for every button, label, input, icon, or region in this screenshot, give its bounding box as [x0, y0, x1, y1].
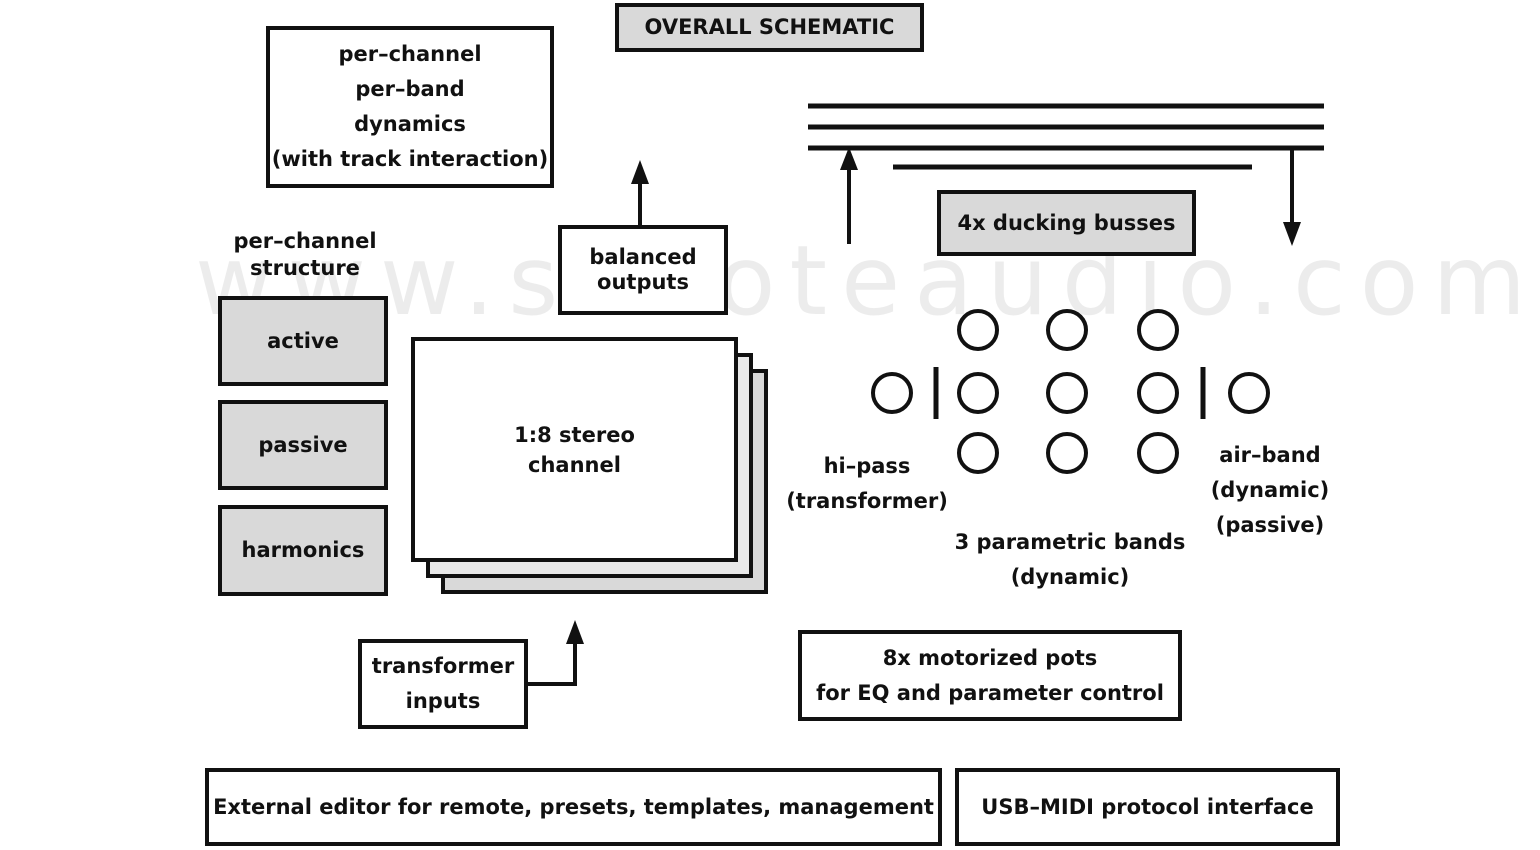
- parametric-line-2: (dynamic): [1010, 565, 1130, 589]
- bus-return-arrowhead: [1283, 222, 1301, 246]
- outputs-line-1: balanced: [589, 245, 697, 269]
- schematic-title: OVERALL SCHEMATIC: [615, 3, 924, 52]
- mode-active-label: active: [267, 328, 339, 353]
- knob-band1-bottom: [957, 432, 999, 474]
- inputs-arrow: [527, 640, 577, 686]
- dynamics-line-4: (with track interaction): [271, 147, 549, 171]
- pots-line-2: for EQ and parameter control: [816, 680, 1164, 705]
- knob-band3-top: [1137, 309, 1179, 351]
- dynamics-box: per–channel per–band dynamics (with trac…: [266, 26, 554, 188]
- watermark-text: www.skhoteaudio.com: [195, 225, 1540, 337]
- external-editor-box: External editor for remote, presets, tem…: [205, 768, 942, 846]
- knob-band3-bottom: [1137, 432, 1179, 474]
- airband-line-2: (dynamic): [1210, 478, 1330, 502]
- mode-passive-box: passive: [218, 400, 388, 490]
- airband-label: air–band (dynamic) (passive): [1195, 438, 1345, 543]
- mode-harmonics-label: harmonics: [241, 538, 365, 562]
- ducking-busses-label: 4x ducking busses: [957, 210, 1176, 235]
- motorized-pots-box: 8x motorized pots for EQ and parameter c…: [798, 630, 1182, 721]
- usb-midi-box: USB–MIDI protocol interface: [955, 768, 1340, 846]
- hipass-line-1: hi–pass: [823, 454, 911, 478]
- mode-active-box: active: [218, 296, 388, 386]
- knob-band1-top: [957, 309, 999, 351]
- airband-line-3: (passive): [1215, 513, 1325, 537]
- structure-heading-line-2: structure: [250, 256, 360, 280]
- knob-hipass: [871, 372, 913, 414]
- outputs-line-2: outputs: [597, 270, 689, 294]
- ducking-busses-box: 4x ducking busses: [937, 190, 1196, 256]
- knob-band2-top: [1046, 309, 1088, 351]
- channel-line-1: 1:8 stereo: [514, 422, 635, 447]
- knob-band3-mid: [1137, 372, 1179, 414]
- stereo-channel-box: 1:8 stereo channel: [411, 337, 738, 562]
- balanced-outputs-box: balanced outputs: [558, 225, 728, 315]
- knob-airband: [1228, 372, 1270, 414]
- parametric-line-1: 3 parametric bands: [954, 530, 1186, 554]
- bus-send-arrowhead: [840, 147, 858, 170]
- mode-harmonics-box: harmonics: [218, 505, 388, 596]
- inputs-arrowhead: [566, 620, 584, 644]
- channel-line-2: channel: [528, 452, 621, 477]
- dynamics-line-1: per–channel: [338, 42, 482, 66]
- pots-line-1: 8x motorized pots: [882, 645, 1098, 670]
- usb-midi-label: USB–MIDI protocol interface: [981, 794, 1314, 819]
- structure-heading: per–channel structure: [205, 228, 405, 282]
- knob-band1-mid: [957, 372, 999, 414]
- outputs-arrowhead: [631, 160, 649, 184]
- structure-heading-line-1: per–channel: [233, 229, 377, 253]
- knob-band2-mid: [1046, 372, 1088, 414]
- inputs-line-2: inputs: [405, 689, 481, 713]
- hipass-label: hi–pass (transformer): [772, 449, 962, 519]
- knob-band2-bottom: [1046, 432, 1088, 474]
- transformer-inputs-box: transformer inputs: [358, 639, 528, 729]
- schematic-title-text: OVERALL SCHEMATIC: [644, 15, 895, 39]
- external-editor-label: External editor for remote, presets, tem…: [213, 794, 934, 819]
- mode-passive-label: passive: [258, 432, 348, 457]
- hipass-line-2: (transformer): [786, 489, 948, 513]
- dynamics-line-3: dynamics: [354, 112, 466, 136]
- dynamics-line-2: per–band: [355, 77, 465, 101]
- parametric-label: 3 parametric bands (dynamic): [945, 525, 1195, 595]
- airband-line-1: air–band: [1219, 443, 1321, 467]
- inputs-line-1: transformer: [371, 654, 515, 678]
